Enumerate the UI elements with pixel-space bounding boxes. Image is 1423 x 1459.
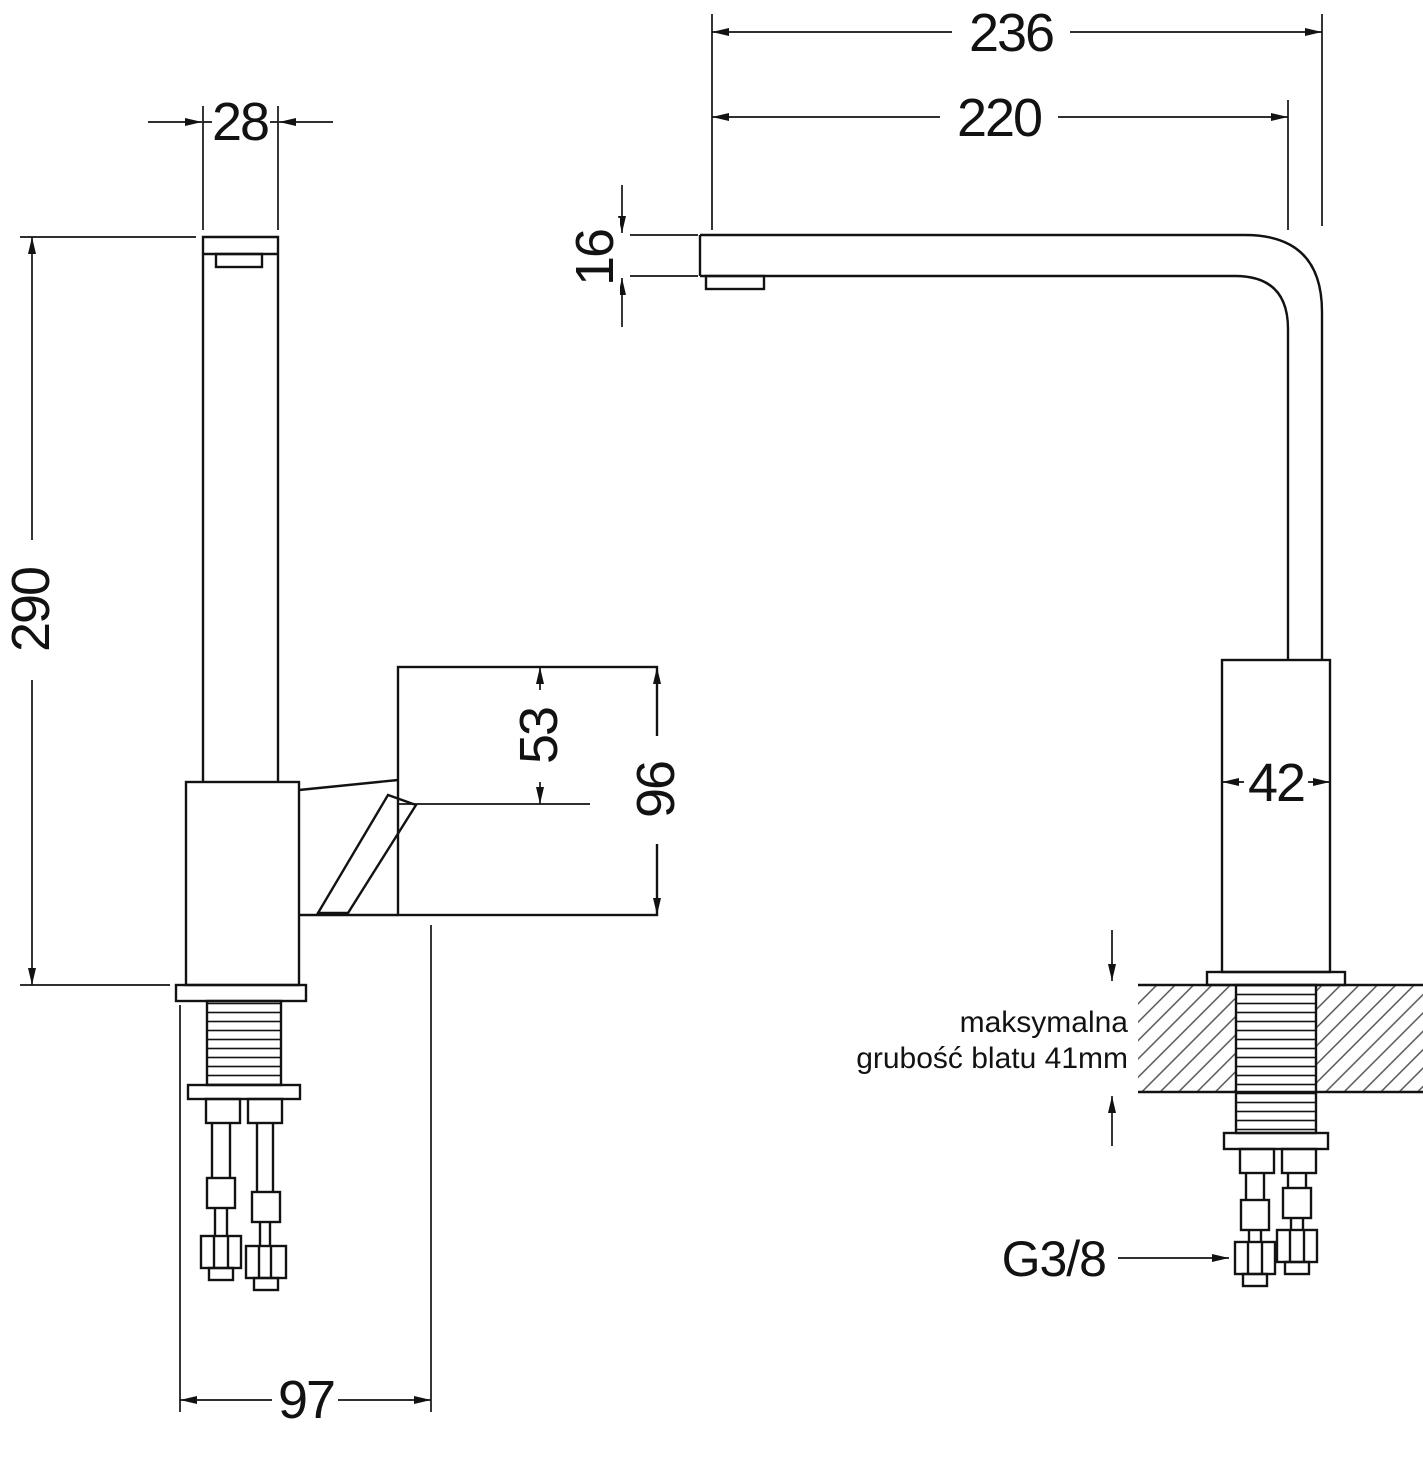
dim-base-depth-97: 97: [179, 925, 432, 1430]
hose-tip: [207, 1266, 235, 1282]
thread-size-callout: G3/8: [1002, 1231, 1229, 1287]
base-flange: [174, 983, 308, 1003]
label-mask: [1244, 756, 1308, 810]
dim-28-label: 28: [212, 92, 268, 152]
dim-97-label: 97: [278, 1370, 334, 1430]
valve-block-right: [1280, 1147, 1318, 1175]
threaded-shank: [205, 999, 283, 1087]
side-view: 28 290 53 96 97: [1, 92, 686, 1430]
hose-tip: [252, 1276, 280, 1292]
label-mask: [940, 92, 1058, 142]
hose-crimp: [1239, 1198, 1271, 1232]
body-outline: [184, 780, 301, 987]
spout-outline: [201, 235, 280, 782]
hose-nut: [244, 1244, 288, 1280]
hose-nut: [1233, 1240, 1277, 1276]
body-side: [184, 780, 301, 987]
dim-handle-height-96: 96: [626, 667, 686, 915]
dim-total-reach-236: 236: [711, 3, 1323, 230]
dim-236-label: 236: [969, 3, 1053, 63]
aerator-detail: [704, 274, 766, 291]
hose-nut: [1275, 1228, 1319, 1264]
front-view: maksymalna grubość blatu 41mm: [565, 3, 1423, 1288]
dim-spout-thickness-16: 16: [565, 185, 698, 327]
label-mask: [8, 540, 56, 680]
dim-96-label: 96: [626, 762, 686, 818]
lock-nut: [186, 1083, 302, 1101]
countertop-hatch-left: [1138, 985, 1236, 1092]
spout-side: [201, 235, 280, 782]
countertop-section: maksymalna grubość blatu 41mm: [856, 930, 1423, 1146]
valve-block-right: [246, 1097, 284, 1125]
threaded-shank: [1234, 983, 1318, 1135]
base-flange: [1205, 970, 1347, 987]
handle-side: [298, 665, 659, 917]
lock-nut: [1222, 1131, 1330, 1151]
dim-spout-reach-220: 220: [712, 88, 1289, 230]
dim-16-label: 16: [565, 230, 625, 286]
dim-body-width-42: 42: [1222, 753, 1330, 813]
dim-lever-drop-53: 53: [398, 667, 590, 805]
dim-290-label: 290: [1, 568, 61, 652]
countertop-note-line1: maksymalna: [960, 1006, 1129, 1039]
aerator-detail: [214, 252, 264, 269]
dim-53-label: 53: [509, 708, 569, 764]
mounting-front: [1222, 983, 1330, 1175]
hose-tip: [1283, 1260, 1311, 1276]
hose-crimp: [1281, 1186, 1313, 1220]
dim-spout-width-28: 28: [148, 92, 333, 230]
label-mask: [212, 96, 270, 148]
thread-size-label: G3/8: [1002, 1231, 1106, 1287]
hose-crimp: [250, 1190, 282, 1224]
label-mask: [632, 736, 684, 844]
lever-arm: [315, 793, 418, 915]
label-mask: [570, 218, 620, 300]
hose-crimp: [205, 1176, 237, 1210]
dim-42-label: 42: [1248, 753, 1304, 813]
countertop-hatch-right: [1316, 985, 1423, 1092]
body-column: [1220, 658, 1332, 974]
hose-tip: [1241, 1272, 1269, 1288]
supply-hose-a: [199, 1123, 243, 1282]
hose-nut: [199, 1234, 243, 1270]
supply-hose-d: [1275, 1173, 1319, 1276]
spout-front: [698, 233, 1324, 660]
spout-outer-profile: [700, 233, 1324, 660]
countertop-note-line2: grubość blatu 41mm: [856, 1042, 1128, 1075]
supply-hose-c: [1233, 1173, 1277, 1288]
supply-hose-b: [244, 1123, 288, 1292]
dim-total-height-290: 290: [1, 236, 196, 986]
valve-block-left: [204, 1097, 242, 1125]
label-mask: [518, 690, 568, 782]
dim-220-label: 220: [957, 88, 1041, 148]
spout-inner-profile: [700, 274, 1290, 660]
body-front: [1205, 658, 1347, 987]
label-mask: [272, 1374, 338, 1426]
mounting-side: [174, 983, 308, 1125]
valve-block-left: [1238, 1147, 1276, 1175]
label-mask: [952, 6, 1070, 58]
cartridge-top-line: [298, 778, 399, 792]
